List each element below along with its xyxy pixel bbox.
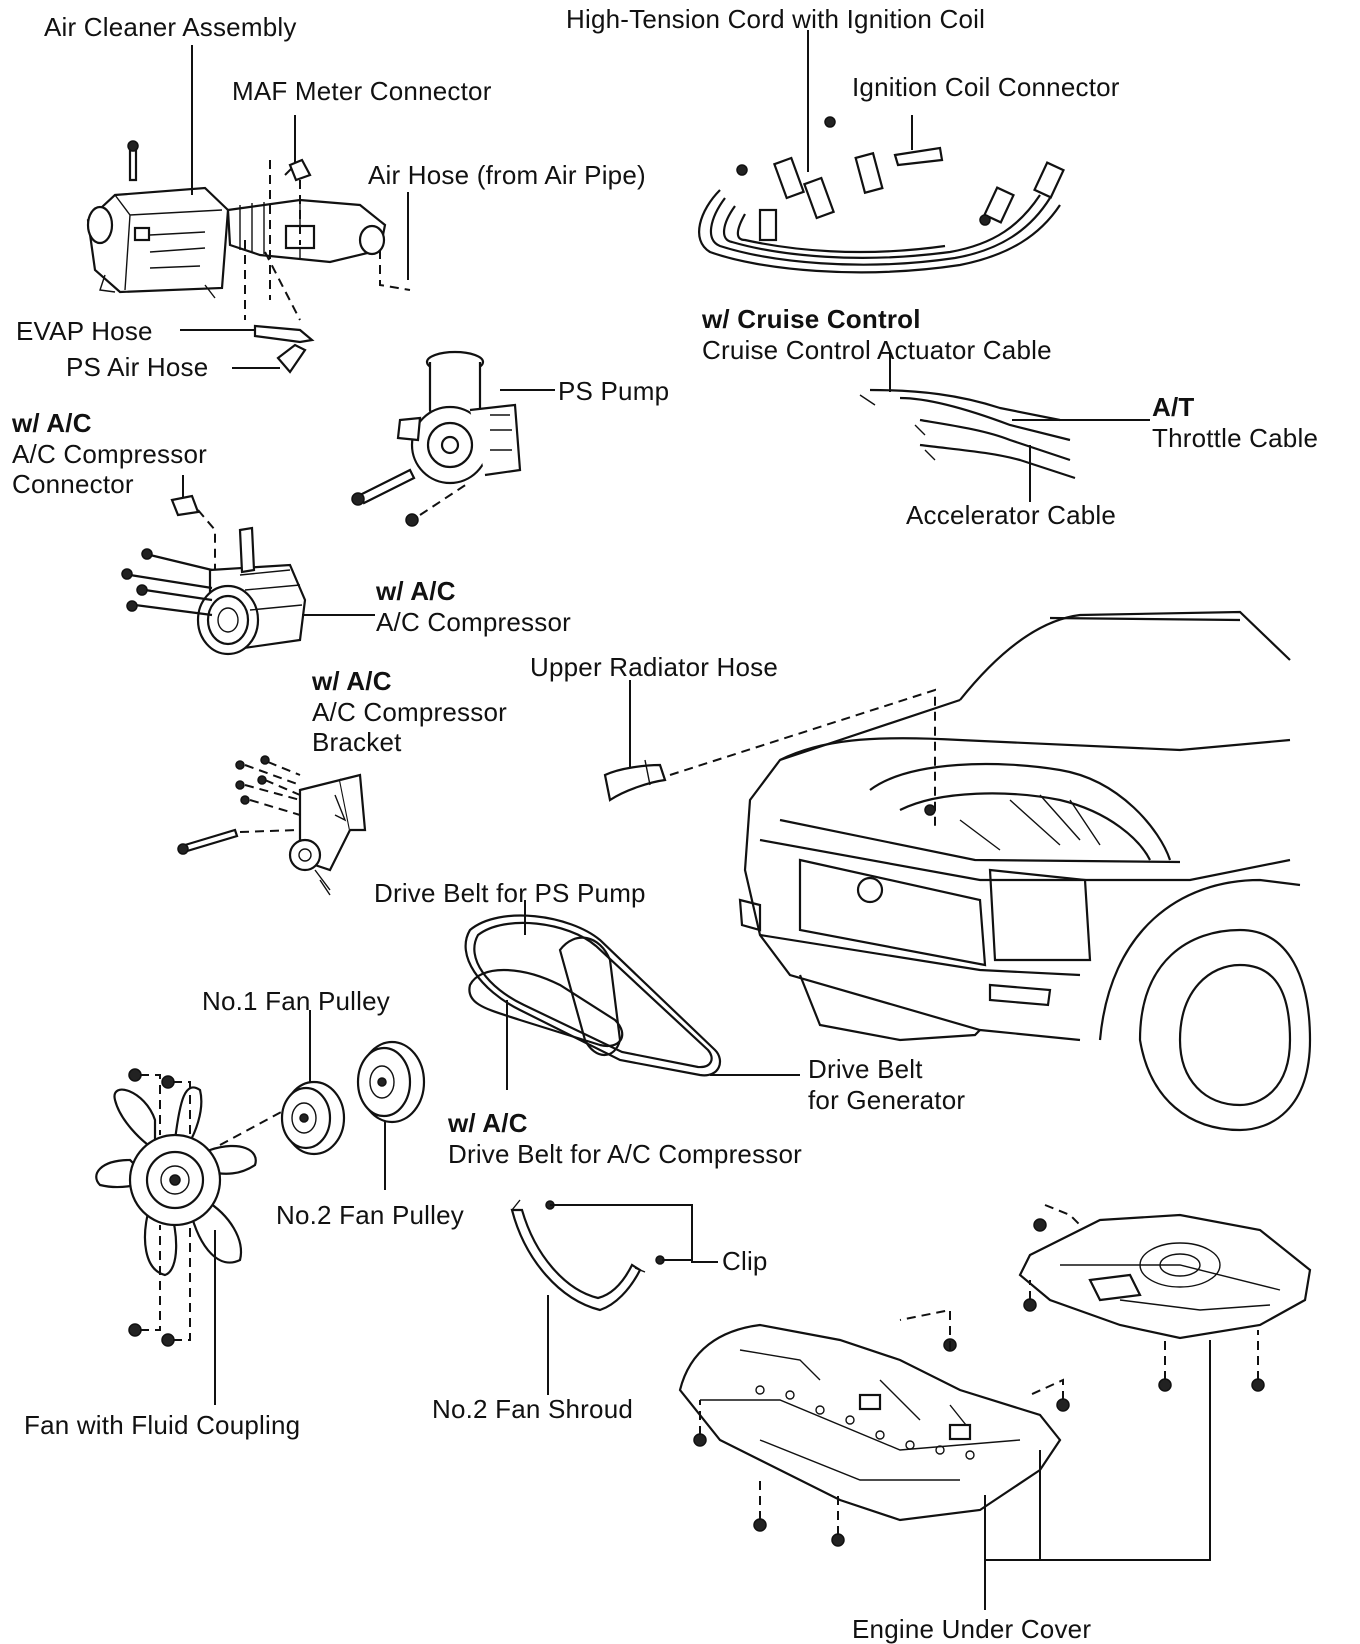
label-ps-air-hose: PS Air Hose (66, 352, 209, 382)
label-no2-fan-shroud: No.2 Fan Shroud (432, 1394, 634, 1424)
label-ps-pump: PS Pump (558, 376, 670, 406)
high-tension-cord-drawing (698, 116, 1065, 274)
ac-compressor-bracket-drawing (177, 755, 367, 896)
label-ac-compressor-bracket-1: A/C Compressor (312, 696, 507, 727)
label-throttle-block: A/T Throttle Cable (1152, 392, 1318, 453)
ps-pump-drawing (351, 350, 522, 527)
label-evap-hose: EVAP Hose (16, 316, 153, 346)
no2-fan-pulley-drawing (356, 1040, 426, 1124)
label-ac-compressor-connector-1: A/C Compressor (12, 438, 207, 469)
label-belt-ac-heading: w/ A/C (448, 1108, 528, 1138)
label-accelerator-cable: Accelerator Cable (906, 500, 1117, 530)
label-ac-connector-block: w/ A/C A/C Compressor Connector (12, 408, 207, 500)
label-ac-bracket-block: w/ A/C A/C Compressor Bracket (312, 666, 507, 758)
label-drive-belt-ps-pump: Drive Belt for PS Pump (374, 878, 646, 908)
no2-fan-shroud-drawing (510, 1199, 665, 1312)
no1-fan-pulley-drawing (280, 1080, 346, 1156)
label-ac-compressor-heading: w/ A/C (376, 576, 456, 606)
label-ac-compressor-bracket-2: Bracket (312, 727, 402, 758)
ac-compressor-drawing (121, 526, 307, 656)
label-cruise-control-block: w/ Cruise Control Cruise Control Actuato… (702, 304, 1052, 365)
drive-belts-drawing (464, 914, 722, 1077)
label-cruise-control-actuator-cable: Cruise Control Actuator Cable (702, 334, 1052, 365)
label-belt-ac-block: w/ A/C Drive Belt for A/C Compressor (448, 1108, 802, 1169)
engine-under-cover-front-drawing (678, 1308, 1070, 1547)
label-throttle-cable: Throttle Cable (1152, 422, 1319, 453)
label-drive-belt-generator-block: Drive Belt for Generator (808, 1054, 965, 1115)
throttle-cables-drawing (859, 388, 1076, 480)
label-drive-belt-ac-compressor: Drive Belt for A/C Compressor (448, 1138, 803, 1169)
engine-under-cover-rear-drawing (1018, 1204, 1312, 1392)
label-no1-fan-pulley: No.1 Fan Pulley (202, 986, 390, 1016)
label-ignition-coil-connector: Ignition Coil Connector (852, 72, 1120, 102)
air-cleaner-assembly-drawing (86, 140, 387, 299)
label-air-cleaner-assembly: Air Cleaner Assembly (44, 12, 297, 42)
vehicle-front-drawing (738, 610, 1312, 1132)
label-ac-compressor-connector-2: Connector (12, 469, 134, 500)
label-cruise-heading: w/ Cruise Control (702, 304, 921, 334)
label-fan-with-fluid-coupling: Fan with Fluid Coupling (24, 1410, 301, 1440)
label-ac-compressor: A/C Compressor (376, 606, 571, 637)
label-upper-radiator-hose: Upper Radiator Hose (530, 652, 779, 682)
label-maf-meter-connector: MAF Meter Connector (232, 76, 492, 106)
label-clip: Clip (722, 1246, 768, 1276)
label-drive-belt-generator-2: for Generator (808, 1084, 966, 1115)
label-drive-belt-generator-1: Drive Belt (808, 1054, 923, 1084)
label-no2-fan-pulley: No.2 Fan Pulley (276, 1200, 464, 1230)
label-ac-bracket-heading: w/ A/C (312, 666, 392, 696)
label-high-tension-cord: High-Tension Cord with Ignition Coil (566, 4, 986, 34)
label-air-hose: Air Hose (from Air Pipe) (368, 160, 646, 190)
label-ac-connector-heading: w/ A/C (12, 408, 92, 438)
fan-fluid-coupling-drawing (95, 1068, 257, 1347)
label-at-heading: A/T (1152, 392, 1195, 422)
label-ac-compressor-block: w/ A/C A/C Compressor (376, 576, 571, 637)
label-engine-under-cover: Engine Under Cover (852, 1614, 1092, 1644)
